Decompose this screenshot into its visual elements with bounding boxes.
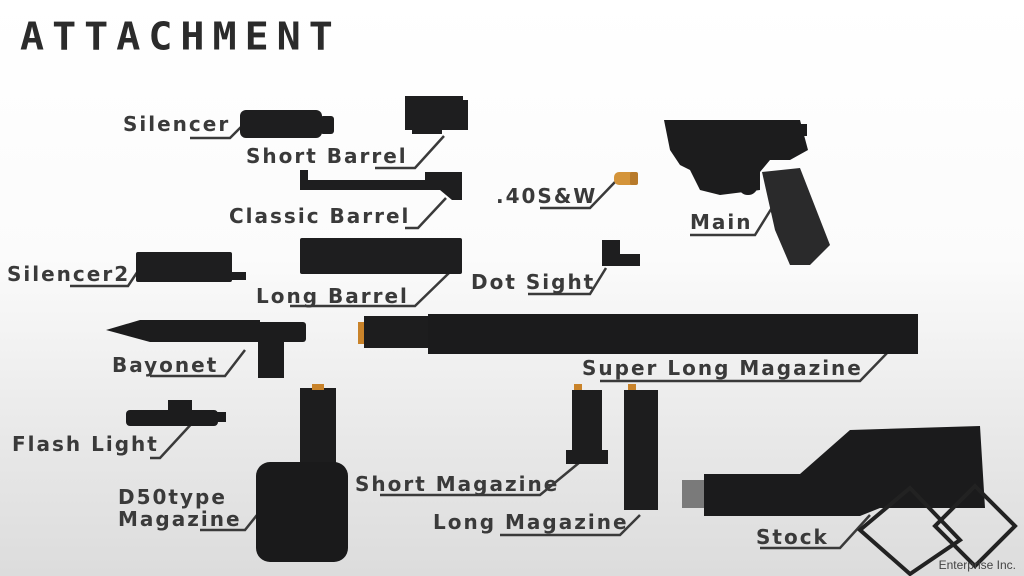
main-frame-part: [664, 120, 830, 265]
enterprise-logo: [856, 483, 1018, 576]
leader-long-mag: [500, 514, 641, 537]
label-short-magazine: Short Magazine: [355, 472, 560, 496]
label-flash-light: Flash Light: [12, 432, 159, 456]
label-main: Main: [690, 210, 753, 234]
leader-main: [690, 197, 780, 237]
leader-dot-sight: [528, 267, 608, 296]
stock-part: [682, 426, 985, 516]
credit-text: Enterprise Inc.: [938, 558, 1016, 572]
label-super-long-magazine: Super Long Magazine: [582, 356, 863, 380]
label-dot-sight: Dot Sight: [471, 270, 596, 294]
leader-classic-barrel: [405, 197, 447, 230]
label-classic-barrel: Classic Barrel: [229, 204, 411, 228]
label-short-barrel: Short Barrel: [246, 144, 408, 168]
leader-short-barrel: [375, 135, 445, 170]
ammo-part: [614, 172, 638, 185]
d50-magazine-part: [256, 384, 348, 562]
bayonet-part: [106, 320, 306, 378]
label-long-barrel: Long Barrel: [256, 284, 409, 308]
label-stock: Stock: [756, 525, 829, 549]
leader-short-mag: [380, 461, 581, 497]
leader-ammo: [540, 181, 616, 210]
leader-long-barrel: [290, 271, 451, 308]
leader-bayonet: [150, 349, 246, 378]
leader-flash-light: [150, 419, 196, 460]
label-d50-line1: D50type: [118, 485, 227, 509]
label-long-magazine: Long Magazine: [433, 510, 629, 534]
label-bayonet: Bayonet: [112, 353, 219, 377]
silencer2-part: [136, 252, 246, 282]
label-ammo: .40S&W: [496, 184, 598, 208]
long-barrel-part: [300, 238, 462, 274]
flash-light-part: [126, 400, 226, 426]
dot-sight-part: [602, 240, 640, 266]
label-silencer2: Silencer2: [7, 262, 131, 286]
page-title: ATTACHMENT: [20, 15, 341, 59]
leader-stock: [760, 514, 871, 550]
super-long-magazine-part: [358, 314, 918, 354]
leader-super-long-mag: [600, 349, 891, 383]
label-silencer: Silencer: [123, 112, 231, 136]
leader-silencer: [190, 125, 243, 140]
classic-barrel-part: [300, 170, 462, 200]
long-magazine-part: [624, 384, 658, 510]
label-d50-line2: Magazine: [118, 507, 242, 531]
short-magazine-part: [566, 384, 608, 464]
silencer-part: [240, 110, 334, 138]
short-barrel-part: [405, 96, 468, 134]
